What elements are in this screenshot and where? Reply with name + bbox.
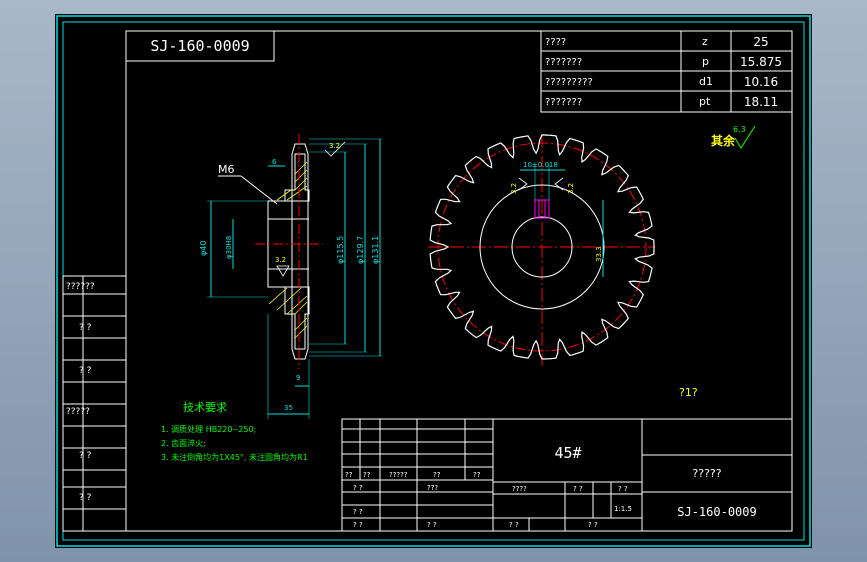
- tb-scale: 1:1.5: [614, 505, 632, 513]
- dim-129: φ129.7: [356, 236, 365, 264]
- tb-cell-5: ? ?: [427, 521, 437, 529]
- tech-note-2: 2. 齿面淬火;: [161, 438, 206, 448]
- key-width: 10±0.018: [523, 161, 558, 169]
- tech-title: 技术要求: [183, 401, 227, 414]
- param-label-3: ???????: [545, 97, 582, 108]
- tb-cell-6: ? ?: [573, 485, 583, 493]
- drawing-svg: SJ-160-0009 ???? ??????? ????????? ?????…: [56, 15, 811, 547]
- dim-131: φ131.1: [371, 236, 380, 264]
- rough-side-b: 3.2: [275, 256, 286, 264]
- mirror-number-box: [125, 30, 275, 62]
- title-block: ?? ?? ????? ?? ?? ? ? ??? ? ? ? ? ? ? 4: [341, 418, 793, 532]
- left-panel-cell-5: ? ?: [79, 493, 92, 503]
- left-panel-cell-0: ??????: [66, 282, 95, 292]
- rough-front-left: 3.2: [510, 183, 518, 194]
- tb-cell-3: ? ?: [353, 508, 363, 516]
- tb-cell-8: ? ?: [509, 521, 519, 529]
- param-value-0: 25: [753, 35, 768, 49]
- tech-note-1: 1. 调质处理 HB220--250;: [161, 424, 256, 434]
- key-depth: 33.3: [595, 246, 603, 262]
- dim-9: 9: [296, 374, 300, 382]
- front-view: 10±0.018 33.3 3.2 3.2: [428, 134, 655, 366]
- dim-115: φ115.5: [336, 236, 345, 264]
- material: 45#: [554, 444, 581, 462]
- left-panel-cell-2: ? ?: [79, 366, 92, 376]
- param-symbol-1: p: [702, 55, 709, 68]
- tb-row-1: ??: [363, 471, 371, 479]
- drawing-number: SJ-160-0009: [677, 505, 756, 519]
- param-symbol-3: pt: [699, 95, 711, 108]
- left-panel: ?????? ? ? ? ? ????? ? ? ? ?: [62, 275, 127, 532]
- inner-border: [62, 21, 805, 541]
- param-label-0: ????: [545, 37, 566, 48]
- tb-row-0: ??: [345, 471, 353, 479]
- left-panel-cell-1: ? ?: [79, 323, 92, 333]
- scale-note: ?1?: [679, 386, 698, 399]
- roughness-symbol-general: 其余 6.3: [711, 125, 756, 149]
- tb-row-3: ??: [433, 471, 441, 479]
- roughness-value: 6.3: [733, 125, 746, 134]
- tb-cell-1: ???: [427, 484, 438, 492]
- tb-row-4: ??: [473, 471, 481, 479]
- param-symbol-0: z: [702, 35, 708, 48]
- dim-phi40: φ40: [199, 241, 208, 256]
- param-value-2: 10.16: [744, 75, 778, 89]
- rough-side-a: 3.2: [329, 142, 340, 150]
- dim-35: 35: [284, 404, 293, 412]
- dim-bore: φ30H8: [225, 236, 233, 259]
- side-view: M6 6 φ40 φ30H8: [199, 134, 382, 419]
- tech-note-3: 3. 未注倒角均为1X45°, 未注圆角均为R1: [161, 452, 308, 462]
- parameter-table: ???? ??????? ????????? ??????? z p d1 pt…: [540, 30, 793, 113]
- dim-6: 6: [272, 158, 277, 166]
- left-panel-cell-3: ?????: [66, 407, 90, 417]
- tb-row-2: ?????: [389, 471, 408, 479]
- tb-cell-2: ????: [512, 485, 527, 493]
- technical-requirements: 技术要求 1. 调质处理 HB220--250; 2. 齿面淬火; 3. 未注倒…: [161, 401, 308, 462]
- drawing-canvas[interactable]: SJ-160-0009 ???? ??????? ????????? ?????…: [55, 14, 812, 548]
- thread-label: M6: [218, 163, 235, 176]
- param-label-2: ?????????: [545, 77, 593, 88]
- param-value-1: 15.875: [740, 55, 782, 69]
- param-value-3: 18.11: [744, 95, 778, 109]
- tb-cell-4: ? ?: [353, 521, 363, 529]
- tb-cell-7: ? ?: [618, 485, 628, 493]
- rough-front-right: 3.2: [567, 183, 575, 194]
- tb-cell-0: ? ?: [353, 484, 363, 492]
- mirror-drawing-number: SJ-160-0009: [150, 37, 249, 55]
- part-name: ?????: [692, 467, 721, 480]
- tb-cell-9: ? ?: [588, 521, 598, 529]
- left-panel-cell-4: ? ?: [79, 451, 92, 461]
- param-symbol-2: d1: [699, 75, 713, 88]
- roughness-label: 其余: [711, 133, 736, 148]
- outer-border: [56, 15, 811, 547]
- param-label-1: ???????: [545, 57, 582, 68]
